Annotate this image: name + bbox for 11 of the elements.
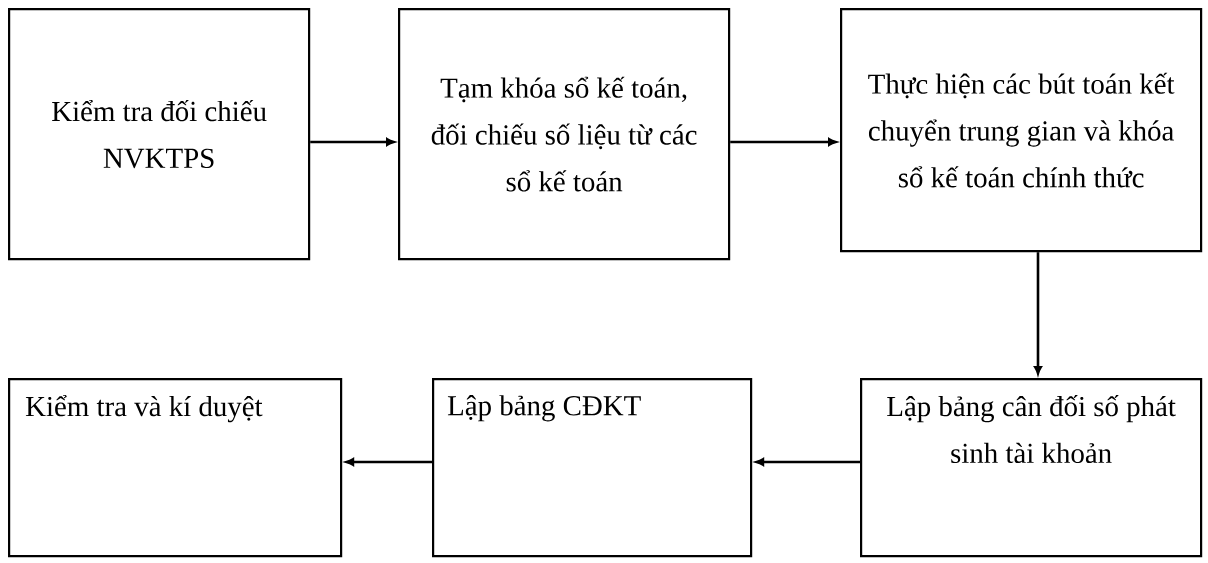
arrow — [755, 458, 860, 466]
arrow — [345, 458, 432, 466]
process-box: Thực hiện các bút toán kết chuyển trung gian và khóa sổ kế toán chính thức — [840, 8, 1203, 253]
arrow — [730, 138, 837, 146]
process-box: Kiểm tra đối chiếu NVKTPS — [8, 8, 311, 261]
process-box: Lập bảng cân đối số phát sinh tài khoản — [860, 378, 1203, 558]
arrow — [310, 138, 395, 146]
arrow — [1034, 252, 1042, 375]
process-box: Tạm khóa sổ kế toán, đối chiếu số liệu từ các sổ kế toán — [398, 8, 731, 261]
process-box: Lập bảng CĐKT — [432, 378, 753, 558]
process-box: Kiểm tra và kí duyệt — [8, 378, 343, 558]
